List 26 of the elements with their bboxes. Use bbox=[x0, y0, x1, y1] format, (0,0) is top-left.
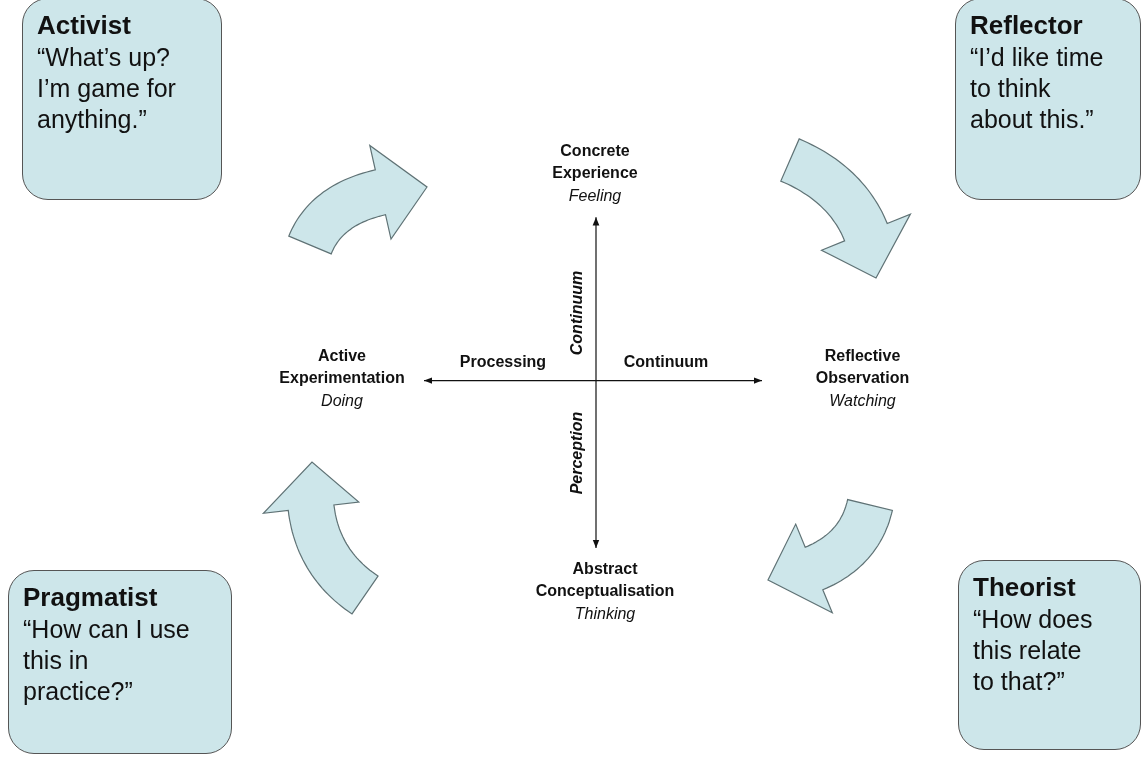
stage-mode: Feeling bbox=[567, 185, 623, 206]
card-heading: Theorist bbox=[973, 571, 1077, 604]
card-heading: Pragmatist bbox=[23, 581, 159, 614]
card-heading: Activist bbox=[37, 9, 132, 42]
quote-text: “How can I use this in practice?” bbox=[23, 613, 191, 707]
card-heading: Reflector bbox=[970, 9, 1084, 42]
quote-text: “I’d like time to think about this.” bbox=[970, 41, 1105, 135]
stage-name: Active Experimentation bbox=[278, 346, 406, 389]
axis-label: Perception bbox=[568, 411, 586, 495]
stage-mode: Thinking bbox=[573, 603, 637, 624]
axis-label: Processing bbox=[459, 353, 547, 371]
axis-label: Continuum bbox=[623, 353, 709, 371]
axis-arrow bbox=[592, 216, 600, 549]
quote-text: “How does this relate to that?” bbox=[973, 603, 1094, 697]
stage-name: Abstract Conceptualisation bbox=[534, 559, 676, 602]
style-card bbox=[958, 560, 1141, 750]
stage-name: Concrete Experience bbox=[551, 141, 639, 184]
axis-arrow bbox=[423, 377, 763, 384]
axis-label: Continuum bbox=[568, 270, 586, 356]
style-card bbox=[8, 570, 232, 754]
stage-mode: Doing bbox=[320, 390, 364, 411]
stage-name: Reflective Observation bbox=[814, 346, 911, 389]
quote-text: “What’s up? I’m game for anything.” bbox=[37, 41, 177, 135]
stage-mode: Watching bbox=[828, 390, 897, 411]
style-card bbox=[22, 0, 222, 200]
style-card bbox=[955, 0, 1141, 200]
